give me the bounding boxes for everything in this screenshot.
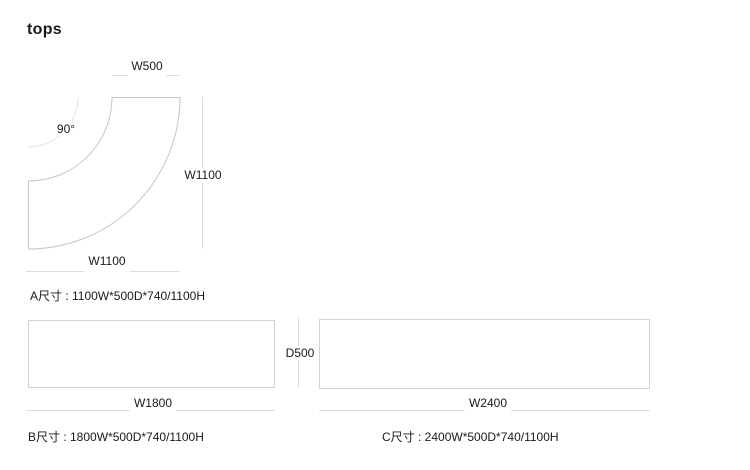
dim-label-w1800: W1800 [129, 396, 177, 415]
dim-label-d500: D500 [281, 346, 319, 360]
dim-label-w1100-right: W1100 [180, 168, 226, 182]
shape-b-rect-top-outline [28, 320, 275, 388]
dim-label-w500: W500 [127, 59, 167, 78]
spec-label-b: B尺寸 : 1800W*500D*740/1100H [28, 430, 204, 444]
spec-label-a: A尺寸 : 1100W*500D*740/1100H [30, 289, 205, 303]
dim-label-w2400: W2400 [464, 396, 512, 415]
dim-label-w1100-bottom: W1100 [84, 254, 130, 273]
shape-a-curved-top-outline [28, 97, 181, 250]
spec-label-c: C尺寸 : 2400W*500D*740/1100H [382, 430, 559, 444]
shape-c-rect-top-outline [319, 319, 650, 389]
section-title: tops [27, 21, 62, 38]
angle-label: 90° [52, 122, 80, 136]
